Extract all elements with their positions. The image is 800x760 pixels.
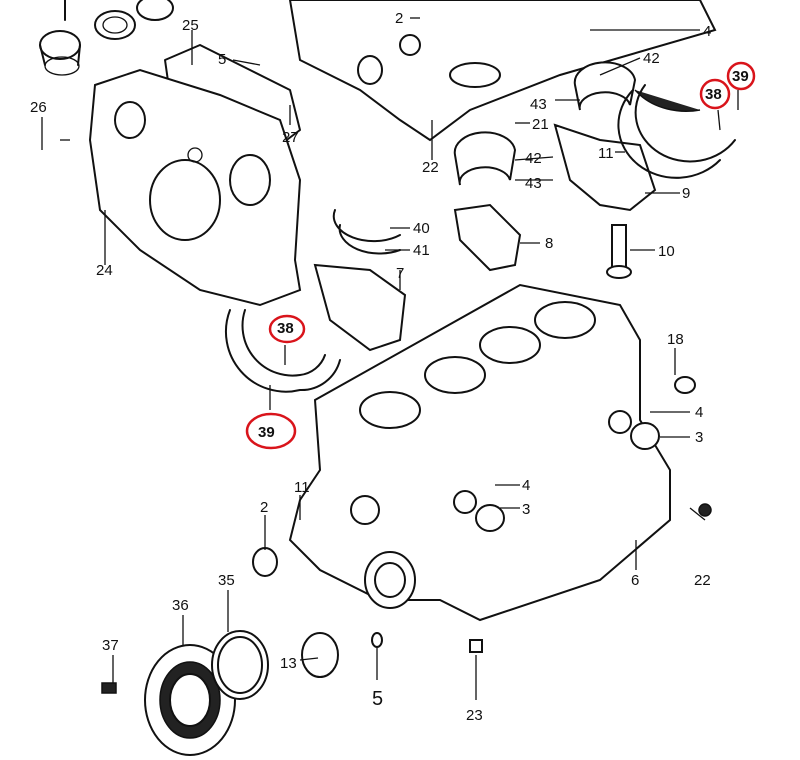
highlight-circle — [699, 78, 731, 110]
upper-crankcase — [288, 0, 717, 142]
callout-41: 41 — [413, 242, 430, 259]
callout-5: 5 — [372, 688, 383, 710]
callout-3: 3 — [695, 429, 703, 446]
seal-parts-lower-left — [101, 547, 483, 756]
callout-27: 27 — [282, 129, 299, 146]
callout-4: 4 — [695, 404, 703, 421]
callout-35: 35 — [218, 572, 235, 589]
bearing-parts — [225, 61, 736, 393]
callout-39: 39 — [732, 68, 749, 85]
callout-5: 5 — [218, 51, 226, 68]
callout-36: 36 — [172, 597, 189, 614]
callout-38: 38 — [277, 320, 294, 337]
highlight-circle — [726, 61, 756, 91]
cylinder-block — [288, 283, 712, 622]
callout-2: 2 — [395, 10, 403, 27]
callout-42: 42 — [525, 150, 542, 167]
callout-26: 26 — [30, 99, 47, 116]
callout-2: 2 — [260, 499, 268, 516]
callout-23: 23 — [466, 707, 483, 724]
callout-24: 24 — [96, 262, 113, 279]
callout-37: 37 — [102, 637, 119, 654]
leader-lines — [41, 17, 739, 700]
callout-6: 6 — [631, 572, 639, 589]
callout-7: 7 — [396, 265, 404, 282]
callout-22: 22 — [422, 159, 439, 176]
callout-4: 4 — [522, 477, 530, 494]
callout-43: 43 — [530, 96, 547, 113]
bushing-parts-top-left — [39, 0, 174, 76]
callout-4: 4 — [703, 23, 711, 40]
callout-22: 22 — [694, 572, 711, 589]
callout-43: 43 — [525, 175, 542, 192]
callout-11: 11 — [598, 145, 614, 162]
callout-40: 40 — [413, 220, 430, 237]
callout-18: 18 — [667, 331, 684, 348]
callout-3: 3 — [522, 501, 530, 518]
callout-9: 9 — [682, 185, 690, 202]
callout-25: 25 — [182, 17, 199, 34]
callout-39: 39 — [258, 424, 275, 441]
highlight-circle — [245, 412, 297, 450]
callout-38: 38 — [705, 86, 722, 103]
callout-42: 42 — [643, 50, 660, 67]
callout-10: 10 — [658, 243, 675, 260]
highlight-circle — [268, 314, 306, 344]
callout-labels: 2 4 5 25 42 38 39 26 27 21 43 22 11 42 4… — [30, 10, 756, 724]
callout-21: 21 — [532, 116, 549, 133]
callout-13: 13 — [280, 655, 297, 672]
callout-8: 8 — [545, 235, 553, 252]
callout-11: 11 — [294, 479, 310, 496]
rear-plate-24 — [88, 68, 302, 307]
